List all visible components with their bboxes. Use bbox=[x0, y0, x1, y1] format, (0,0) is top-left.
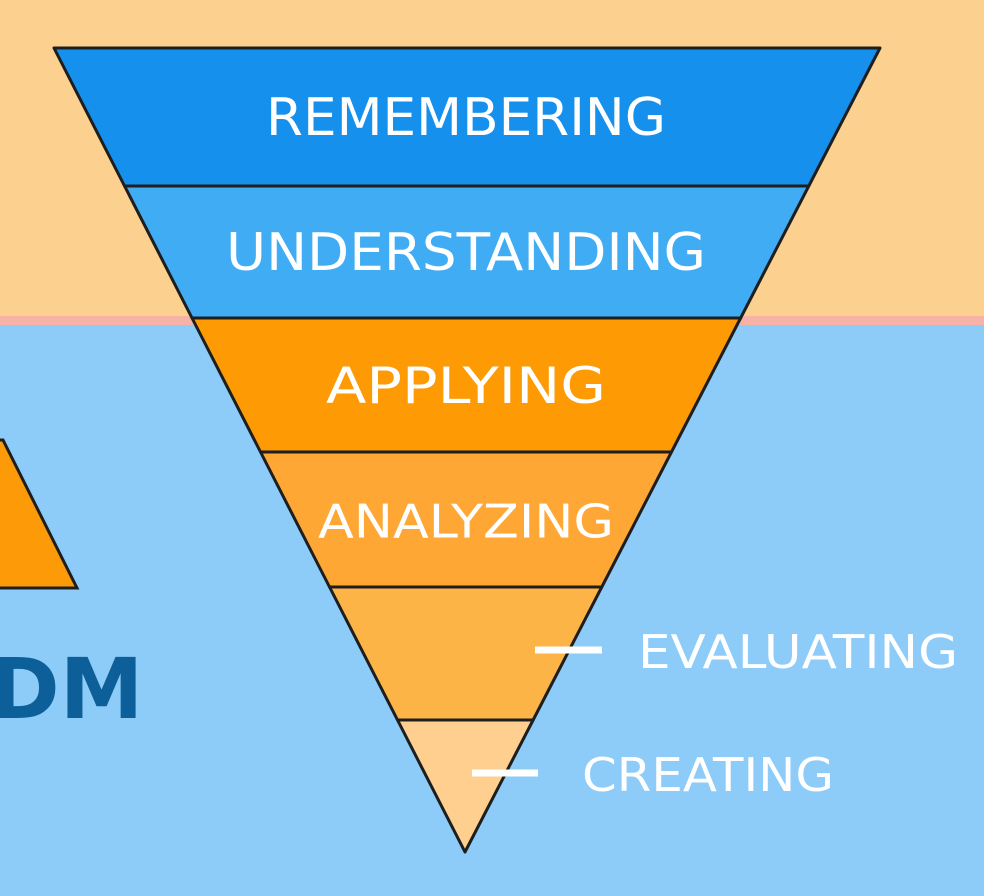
tier-label-evaluating: EVALUATING bbox=[638, 625, 958, 679]
partial-title-text: DM bbox=[0, 640, 143, 738]
tier-label-understanding: UNDERSTANDING bbox=[226, 223, 706, 283]
tier-labels: REMEMBERING UNDERSTANDING APPLYING ANALYZIN… bbox=[226, 88, 958, 802]
tier-creating bbox=[396, 718, 535, 854]
tier-label-remembering: REMEMBERING bbox=[266, 88, 666, 148]
partial-side-triangle bbox=[0, 438, 80, 590]
tier-label-applying: APPLYING bbox=[326, 357, 606, 415]
tier-label-analyzing: ANALYZING bbox=[318, 495, 614, 549]
tier-label-creating: CREATING bbox=[582, 748, 834, 802]
pyramid-tiers bbox=[52, 46, 882, 854]
